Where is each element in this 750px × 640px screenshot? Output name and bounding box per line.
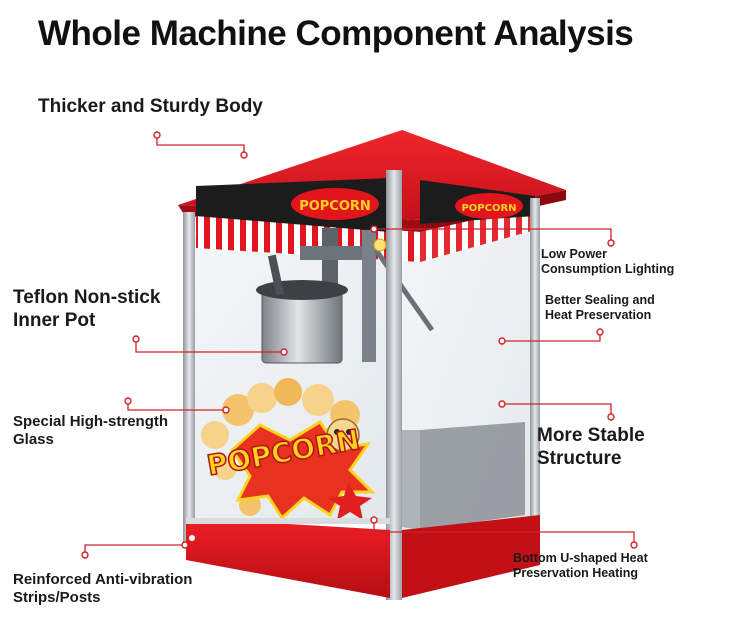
pot-agitator-arm xyxy=(267,254,285,296)
kettle-support-post xyxy=(362,230,376,362)
rear-right-post xyxy=(530,198,540,528)
header-logo-right-badge xyxy=(455,193,523,219)
callout-lines xyxy=(84,137,635,553)
popcorn-decal xyxy=(201,378,376,521)
label-high-strength-glass: Special High-strength Glass xyxy=(13,413,169,448)
header-stripe-band-side xyxy=(420,206,535,262)
front-right-post xyxy=(386,170,402,600)
label-anti-vibration-strips: Reinforced Anti-vibration Strips/Posts xyxy=(13,571,193,606)
front-left-post xyxy=(183,212,195,542)
base-trim xyxy=(186,518,390,524)
header-logo-right: POPCORN xyxy=(461,203,516,214)
label-sturdy-body: Thicker and Sturdy Body xyxy=(38,96,263,117)
callout-dots xyxy=(81,131,638,559)
page-title: Whole Machine Component Analysis xyxy=(38,14,634,53)
label-stable-structure: More Stable Structure xyxy=(537,425,645,469)
kettle-bracket xyxy=(300,246,362,260)
pot-lid xyxy=(256,280,348,300)
mascot-face xyxy=(326,418,360,452)
label-low-power-lighting: Low Power Consumption Lighting xyxy=(541,247,675,276)
label-teflon-pot: Teflon Non-stick Inner Pot xyxy=(13,287,161,331)
header-logo-left-badge xyxy=(291,188,379,220)
base-cabinet-side xyxy=(402,515,540,598)
kettle-tilt-handle xyxy=(373,248,435,332)
base-switch xyxy=(189,535,195,541)
label-sealing-heat-preservation: Better Sealing and Heat Preservation xyxy=(545,293,655,322)
base-cabinet-front xyxy=(186,518,390,598)
header-logo-left: POPCORN xyxy=(299,199,371,214)
label-bottom-heating: Bottom U-shaped Heat Preservation Heatin… xyxy=(513,551,648,580)
rear-warming-deck xyxy=(420,422,525,530)
interior-light xyxy=(373,238,387,252)
